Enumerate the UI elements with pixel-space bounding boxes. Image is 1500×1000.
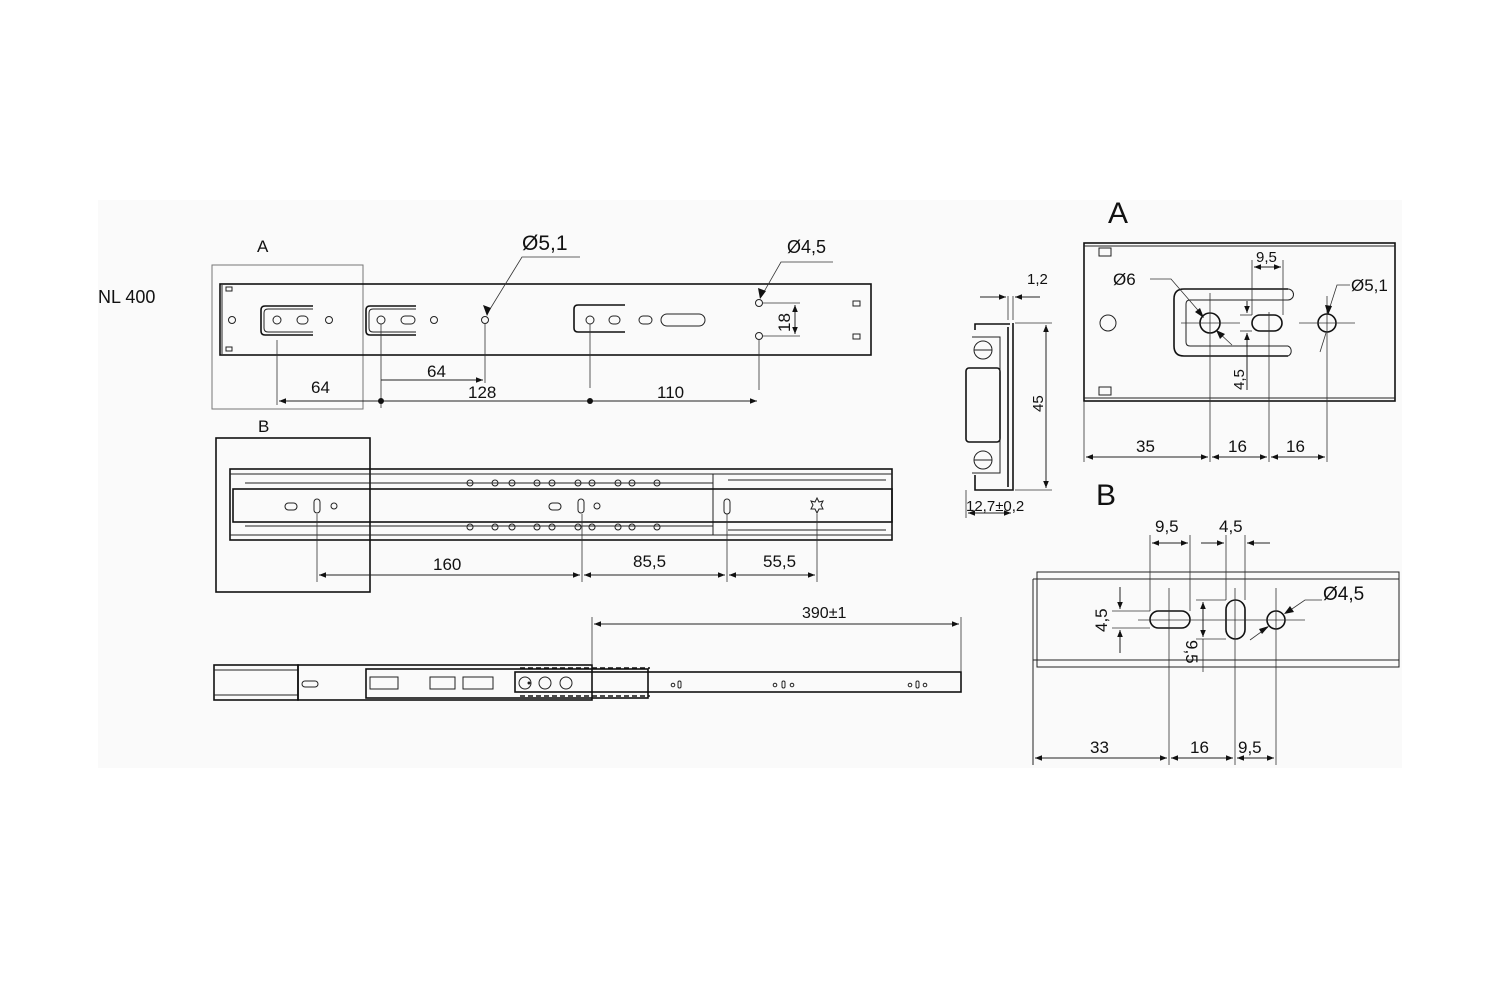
dim-1-2: 1,2 [1027, 271, 1048, 288]
detail-a-marker-frame [211, 264, 364, 410]
cross-section-view: 1,2 45 12,7±0,2 [965, 271, 1052, 518]
detail-b-title: B [1096, 479, 1116, 512]
dim-64-a: 64 [311, 378, 330, 397]
detail-b-marker-frame [215, 437, 371, 593]
dim-45: 45 [1030, 395, 1047, 412]
callout-hole-4-5: Ø4,5 [787, 237, 826, 257]
detail-a-dim-4-5: 4,5 [1231, 369, 1248, 390]
side-view: A [211, 232, 872, 410]
detail-a-title: A [1108, 197, 1128, 230]
detail-a-dim-9-5: 9,5 [1256, 249, 1277, 266]
inner-member-view: B 160 85,5 55,5 [215, 417, 893, 593]
detail-a-marker-label: A [257, 237, 269, 256]
dim-110: 110 [657, 383, 684, 402]
detail-b-dim-16: 16 [1190, 738, 1209, 757]
dim-55-5: 55,5 [763, 552, 796, 571]
detail-a-plate [1083, 242, 1396, 402]
detail-b-dim-4-5-left: 4,5 [1092, 608, 1111, 632]
detail-b-dim-4-5-top: 4,5 [1219, 517, 1243, 536]
detail-a-dim-16-b: 16 [1286, 437, 1305, 456]
detail-b-callout-4-5: Ø4,5 [1323, 584, 1364, 605]
detail-b-plate [1036, 571, 1400, 668]
detail-b-marker-label: B [258, 417, 269, 436]
detail-b-dim-33: 33 [1090, 738, 1109, 757]
detail-b-dim-9-5-top: 9,5 [1155, 517, 1179, 536]
dim-390: 390±1 [802, 605, 846, 622]
detail-a-dim-35: 35 [1136, 437, 1155, 456]
detail-a-callout-6: Ø6 [1113, 270, 1136, 289]
rail-body [219, 283, 872, 356]
detail-a-callout-5-1: Ø5,1 [1351, 276, 1388, 295]
dim-128: 128 [468, 383, 496, 402]
dim-160: 160 [433, 555, 461, 574]
callout-hole-5-1: Ø5,1 [522, 232, 568, 255]
dim-64-b: 64 [427, 362, 446, 381]
detail-a-view: A 9,5 4,5 Ø6 [1083, 197, 1396, 462]
detail-a-dim-16-a: 16 [1228, 437, 1247, 456]
model-label: NL 400 [98, 287, 155, 307]
dim-12-7: 12,7±0,2 [966, 498, 1024, 515]
detail-b-view: B 9,5 4,5 4,5 9,5 [1032, 479, 1400, 765]
detail-b-dim-9-5-mid: 9,5 [1182, 640, 1201, 664]
dim-18: 18 [775, 313, 794, 332]
detail-b-dim-9-5-bottom: 9,5 [1238, 738, 1262, 757]
extended-view: 390±1 [213, 605, 962, 701]
inner-rail [232, 488, 893, 523]
dim-85-5: 85,5 [633, 552, 666, 571]
